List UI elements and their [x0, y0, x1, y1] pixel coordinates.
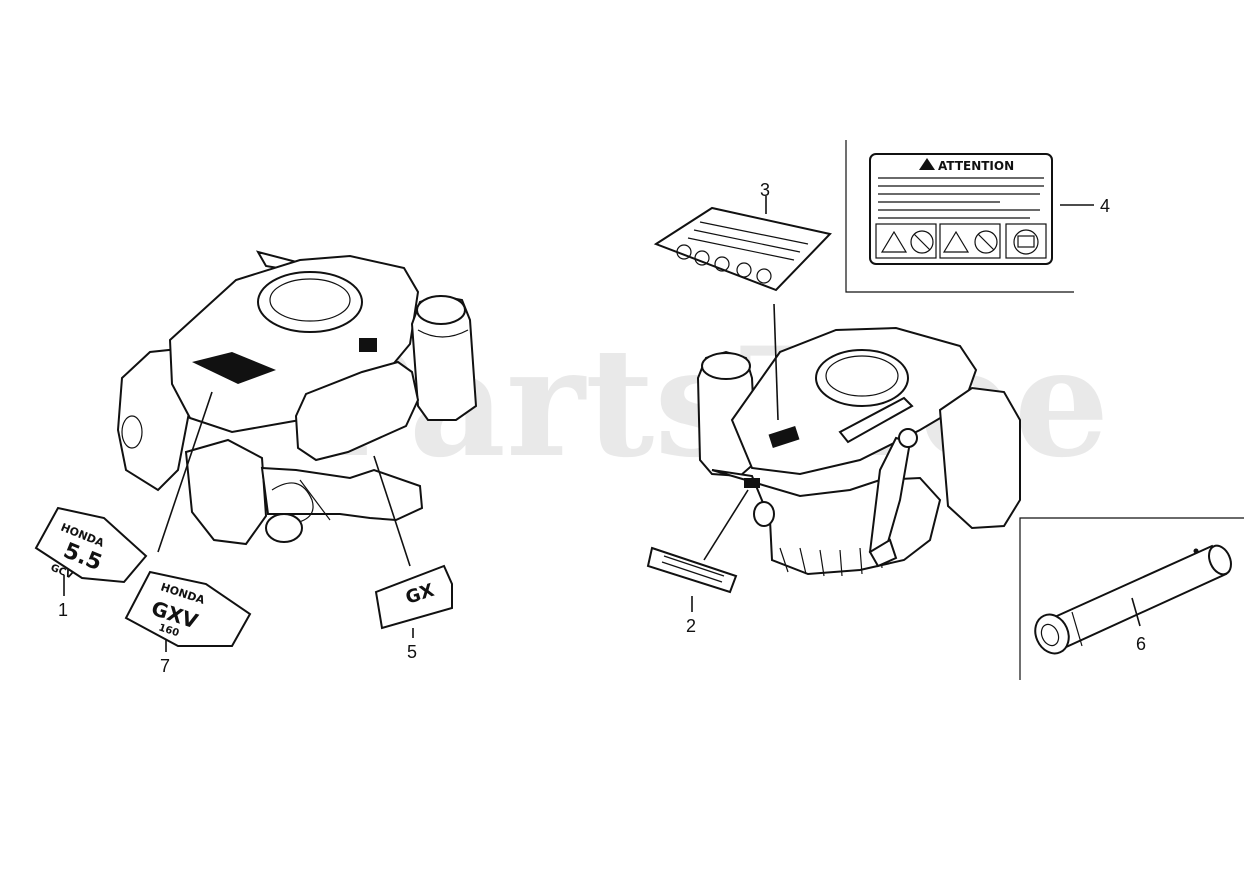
engine-left — [63, 250, 478, 652]
callout-5: 5 — [407, 642, 417, 662]
warning-triangle-icon — [880, 230, 908, 253]
decal-position-marker — [192, 352, 276, 384]
prohibited-circle-icon — [974, 230, 998, 254]
manual-book-icon — [1013, 229, 1039, 255]
label-3-position-marker — [768, 426, 800, 448]
decal-7-honda-gxv: HONDA GXV 160 — [124, 570, 252, 647]
engine-right — [691, 196, 1021, 612]
label-2-position-marker — [744, 478, 760, 488]
label-position-marker — [359, 338, 377, 352]
decal-1-honda-5-5: HONDA 5.5 GCV — [34, 506, 148, 584]
callout-1: 1 — [58, 600, 68, 620]
callout-4: 4 — [1100, 196, 1110, 216]
attention-text: ATTENTION — [938, 159, 1014, 173]
decal-3-warning-plate — [653, 206, 832, 292]
warning-triangle-icon — [919, 158, 935, 170]
attention-label-box: ATTENTION — [845, 140, 1094, 293]
callout-6: 6 — [1136, 634, 1146, 654]
decal-5-label: GX — [374, 564, 453, 630]
decal-2-strip — [646, 546, 738, 594]
callout-2: 2 — [686, 616, 696, 636]
callout-3: 3 — [760, 180, 770, 200]
warning-triangle-icon — [942, 230, 970, 253]
prohibited-circle-icon — [910, 230, 934, 254]
wrench-box — [1019, 517, 1244, 680]
callout-7: 7 — [160, 656, 170, 676]
